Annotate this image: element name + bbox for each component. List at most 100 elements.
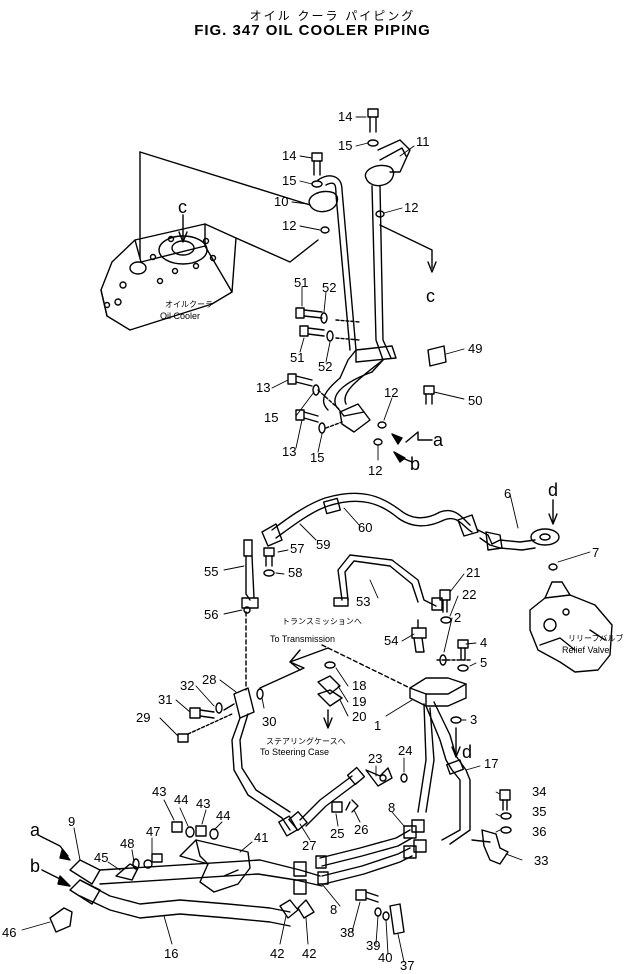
callout-22: 22 — [462, 587, 476, 602]
oil-cooler: オイルクーラ Oil Cooler c — [100, 197, 237, 331]
callout-21: 21 — [466, 565, 480, 580]
washer-15-e — [318, 422, 326, 434]
callout-49: 49 — [468, 341, 482, 356]
bracket-46 — [49, 907, 73, 933]
pipe-53 — [333, 554, 443, 611]
washer-35 — [500, 812, 512, 820]
hose-27 — [288, 766, 366, 831]
washer-32 — [215, 702, 223, 714]
connection-d-upper: d — [548, 480, 558, 500]
bracket-33 — [471, 829, 509, 865]
relief-valve-label: Relief Valve — [562, 645, 609, 655]
callout-58: 58 — [288, 565, 302, 580]
japanese-title: オイル クーラ パイピング — [249, 9, 416, 23]
to-transmission-arrow — [259, 647, 329, 689]
callout-33: 33 — [534, 853, 548, 868]
pipe-16-flange-b — [69, 879, 101, 905]
bolt-50 — [423, 385, 435, 405]
callout-60: 60 — [358, 520, 372, 535]
nut-48 — [132, 858, 140, 870]
oil-cooler-jp-label: オイルクーラ — [165, 300, 213, 309]
to-steering-label: To Steering Case — [260, 747, 329, 757]
bolt-14-top — [367, 108, 379, 133]
callout-39: 39 — [366, 938, 380, 953]
lower-flange — [339, 403, 371, 433]
nut-43b — [195, 825, 207, 837]
callout-14a: 14 — [338, 109, 352, 124]
callout-38: 38 — [340, 925, 354, 940]
callout-31: 31 — [158, 692, 172, 707]
bracket-41 — [179, 839, 251, 893]
callout-12c: 12 — [384, 385, 398, 400]
oil-cooler-label: Oil Cooler — [160, 311, 200, 321]
callout-51b: 51 — [290, 350, 304, 365]
callout-42b: 42 — [302, 946, 316, 961]
callout-34: 34 — [532, 784, 546, 799]
to-steering-jp: ステアリングケースへ — [266, 736, 346, 746]
oring-7 — [548, 563, 558, 571]
callout-45: 45 — [94, 850, 108, 865]
callout-48: 48 — [120, 836, 134, 851]
callout-15e: 15 — [310, 450, 324, 465]
callout-30: 30 — [262, 714, 276, 729]
callout-12a: 12 — [404, 200, 418, 215]
flange-6 — [530, 528, 560, 546]
callout-43b: 43 — [196, 796, 210, 811]
callout-59: 59 — [316, 537, 330, 552]
hose-59 — [261, 492, 479, 547]
callout-52a: 52 — [322, 280, 336, 295]
callout-36: 36 — [532, 824, 546, 839]
hose-8-lower — [317, 845, 417, 885]
callout-26: 26 — [354, 822, 368, 837]
callout-42a: 42 — [270, 946, 284, 961]
callout-2: 2 — [454, 610, 461, 625]
callout-43a: 43 — [152, 784, 166, 799]
figure-title: FIG. 347 OIL COOLER PIPING — [194, 22, 431, 39]
callout-1: 1 — [374, 718, 381, 733]
callout-16: 16 — [164, 946, 178, 961]
washer-40 — [382, 911, 390, 921]
callout-11: 11 — [416, 134, 430, 149]
callout-56: 56 — [204, 607, 218, 622]
washer-22 — [440, 616, 452, 624]
bolt-57 — [263, 547, 275, 557]
callout-27: 27 — [302, 838, 316, 853]
callout-44b: 44 — [216, 808, 230, 823]
oring-24 — [400, 773, 408, 783]
connection-a-lower: a — [30, 820, 41, 840]
callout-41: 41 — [254, 830, 268, 845]
callout-20: 20 — [352, 709, 366, 724]
washer-52-lower — [326, 330, 334, 342]
to-transmission-jp: トランスミッションへ — [282, 617, 362, 626]
callout-50: 50 — [468, 393, 482, 408]
relief-valve: リリーフバルブ Relief Valve — [529, 581, 624, 673]
bolt-51-upper — [295, 307, 323, 319]
callout-40: 40 — [378, 950, 392, 965]
bolt-47 — [151, 853, 163, 863]
nut-25 — [331, 801, 343, 813]
elbow-54 — [411, 619, 427, 653]
washer-36 — [500, 826, 512, 834]
clamp-49 — [427, 345, 447, 367]
oring-12-c — [377, 421, 387, 429]
callout-13a: 13 — [256, 380, 270, 395]
connection-a-upper: a — [433, 430, 444, 450]
washer-26 — [351, 799, 359, 813]
callout-6: 6 — [504, 486, 511, 501]
callout-15c: 15 — [264, 410, 278, 425]
callout-8a: 8 — [388, 800, 395, 815]
callout-55: 55 — [204, 564, 218, 579]
bolt-29 — [177, 733, 189, 743]
nut-43a — [171, 821, 183, 833]
callout-37: 37 — [400, 958, 414, 973]
washer-15-top — [367, 139, 379, 147]
flange-19 — [317, 675, 341, 695]
washer-52-upper — [320, 312, 328, 324]
oring-12-d — [373, 438, 383, 446]
washer-15-left — [311, 180, 323, 188]
clamp-42b — [297, 899, 315, 919]
callout-12d: 12 — [368, 463, 382, 478]
callout-28: 28 — [202, 672, 216, 687]
callout-44a: 44 — [174, 792, 188, 807]
